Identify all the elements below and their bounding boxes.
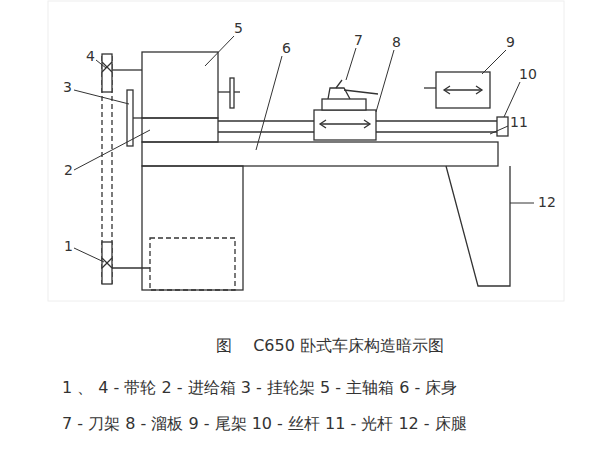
shaft <box>133 117 142 118</box>
handwheel-shaft <box>218 91 240 92</box>
pulley <box>102 242 112 284</box>
leader-line <box>74 90 129 104</box>
callout-number: 5 <box>234 20 243 37</box>
leader-line <box>510 203 534 204</box>
tailstock <box>436 72 490 108</box>
callout-number: 7 <box>354 32 363 49</box>
leader-line <box>346 48 356 80</box>
pulley-mark <box>102 258 112 268</box>
gear-frame <box>127 90 133 146</box>
callout-number: 9 <box>506 34 515 51</box>
arrowhead <box>444 86 450 94</box>
callout-number: 1 <box>64 238 73 255</box>
shaft <box>112 69 142 70</box>
callout-number: 11 <box>510 114 528 131</box>
arrowhead <box>320 120 326 128</box>
cross-slide <box>322 99 366 110</box>
caption: 图 C650 卧式车床构造暗示图 <box>216 336 444 355</box>
motor <box>150 238 235 290</box>
leader-line <box>256 56 282 150</box>
bed <box>142 142 498 166</box>
leader-line <box>376 50 394 112</box>
callout-number: 2 <box>64 162 73 179</box>
callout-number: 4 <box>86 48 95 65</box>
pulley-mark <box>102 62 112 72</box>
shaft <box>112 267 150 268</box>
leader-line <box>205 36 234 66</box>
leader-line <box>504 82 520 117</box>
callout-number: 3 <box>63 79 72 96</box>
carriage <box>314 110 376 140</box>
pulley-mark <box>102 62 112 72</box>
leader-line <box>96 60 106 68</box>
parts-list: 1 、 4 - 带轮 2 - 进给箱 3 - 挂轮架 5 - 主轴箱 6 - 床… <box>62 378 457 397</box>
pulley-mark <box>102 258 112 268</box>
leader-line <box>74 248 104 262</box>
callout-number: 10 <box>519 66 537 83</box>
drawing-frame <box>48 1 564 301</box>
arrowhead <box>364 120 370 128</box>
callout-number: 6 <box>282 40 291 57</box>
tool-post <box>328 88 350 99</box>
leg <box>446 166 510 286</box>
parts-list: 7 - 刀架 8 - 溜板 9 - 尾架 10 - 丝杆 11 - 光杆 12 … <box>62 414 467 433</box>
feed-box <box>142 118 218 142</box>
tool <box>344 90 378 94</box>
leader-line <box>482 50 506 74</box>
callout-number: 12 <box>538 194 556 211</box>
leader-line <box>74 130 150 170</box>
leader-line <box>490 126 508 134</box>
leg <box>142 166 243 290</box>
handwheel <box>230 78 234 108</box>
pulley <box>102 54 112 92</box>
arrow <box>320 123 370 124</box>
quill <box>424 87 436 88</box>
spindle-box <box>142 52 218 118</box>
arrowhead <box>476 86 482 94</box>
tool-post <box>336 80 342 88</box>
arrow <box>444 89 482 90</box>
callout-number: 8 <box>392 34 401 51</box>
